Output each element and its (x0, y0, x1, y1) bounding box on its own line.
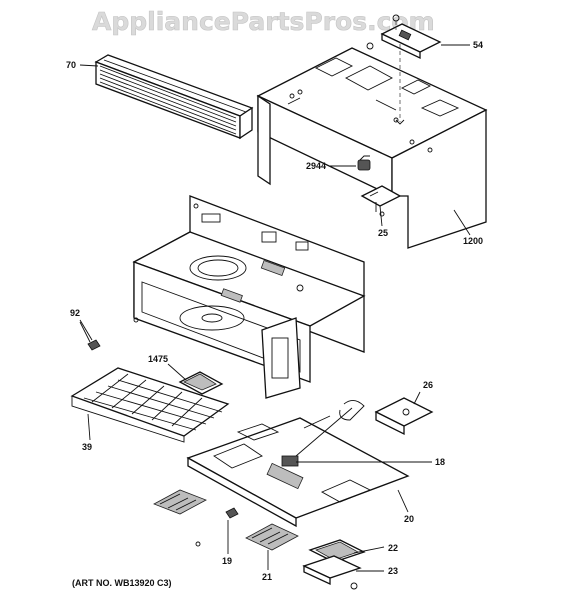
watermark-text: AppliancePartsPros.com (92, 7, 435, 36)
leader-lines (79, 44, 471, 572)
oven-cavity-chassis[interactable] (132, 195, 366, 399)
part-2944-clip[interactable] (357, 155, 371, 171)
callout-54: 54 (473, 40, 483, 50)
callout-1475: 1475 (148, 354, 168, 364)
part-54-top-bracket[interactable] (366, 14, 442, 125)
part-18-harness[interactable] (281, 407, 353, 467)
callout-92: 92 (70, 308, 80, 318)
callout-26: 26 (423, 380, 433, 390)
callout-1200: 1200 (463, 236, 483, 246)
part-1475-plate[interactable] (178, 371, 224, 395)
part-20-base-plate[interactable] (186, 415, 410, 528)
part-26-cover[interactable] (339, 397, 434, 436)
part-25-bracket[interactable] (360, 185, 402, 217)
art-number: (ART NO. WB13920 C3) (72, 578, 172, 588)
callout-39: 39 (82, 442, 92, 452)
callout-18: 18 (435, 457, 445, 467)
part-19-lamp[interactable] (195, 507, 239, 547)
callout-25: 25 (378, 228, 388, 238)
callout-23: 23 (388, 566, 398, 576)
callout-20: 20 (404, 514, 414, 524)
part-70-vent-grille[interactable] (94, 54, 254, 140)
part-92-cap[interactable] (79, 321, 101, 351)
part-21-grease-filter[interactable] (153, 489, 299, 551)
callout-22: 22 (388, 543, 398, 553)
callout-19: 19 (222, 556, 232, 566)
callout-2944: 2944 (306, 161, 326, 171)
callout-21: 21 (262, 572, 272, 582)
part-39-oven-rack[interactable] (70, 367, 230, 443)
part-23-lamp-cover[interactable] (302, 555, 362, 590)
part-1200-outer-case[interactable] (256, 47, 488, 249)
callout-70: 70 (66, 60, 76, 70)
